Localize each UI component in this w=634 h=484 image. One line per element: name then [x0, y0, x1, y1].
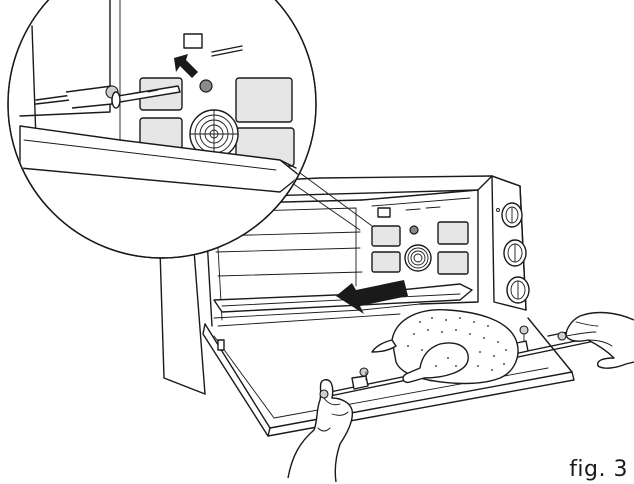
fan-icon: [404, 244, 432, 272]
knob-middle: [503, 239, 527, 267]
figure-caption: fig. 3: [569, 457, 628, 482]
knob-bottom: [506, 276, 530, 304]
chicken: [371, 309, 519, 385]
vent-top-right: [235, 77, 293, 123]
oven-door: [202, 317, 575, 437]
inner-panel-detail: [371, 206, 469, 275]
spit-socket-detail-icon: [199, 79, 213, 93]
pointer-arrow-icon: [174, 54, 198, 78]
hand-right: [557, 311, 634, 369]
detail-callout: [7, 0, 373, 259]
knob-top: [501, 202, 523, 228]
hand-left: [287, 379, 354, 483]
control-panel: [491, 175, 530, 311]
spit-socket-icon: [409, 225, 419, 235]
insert-arrow-icon: [336, 280, 408, 314]
